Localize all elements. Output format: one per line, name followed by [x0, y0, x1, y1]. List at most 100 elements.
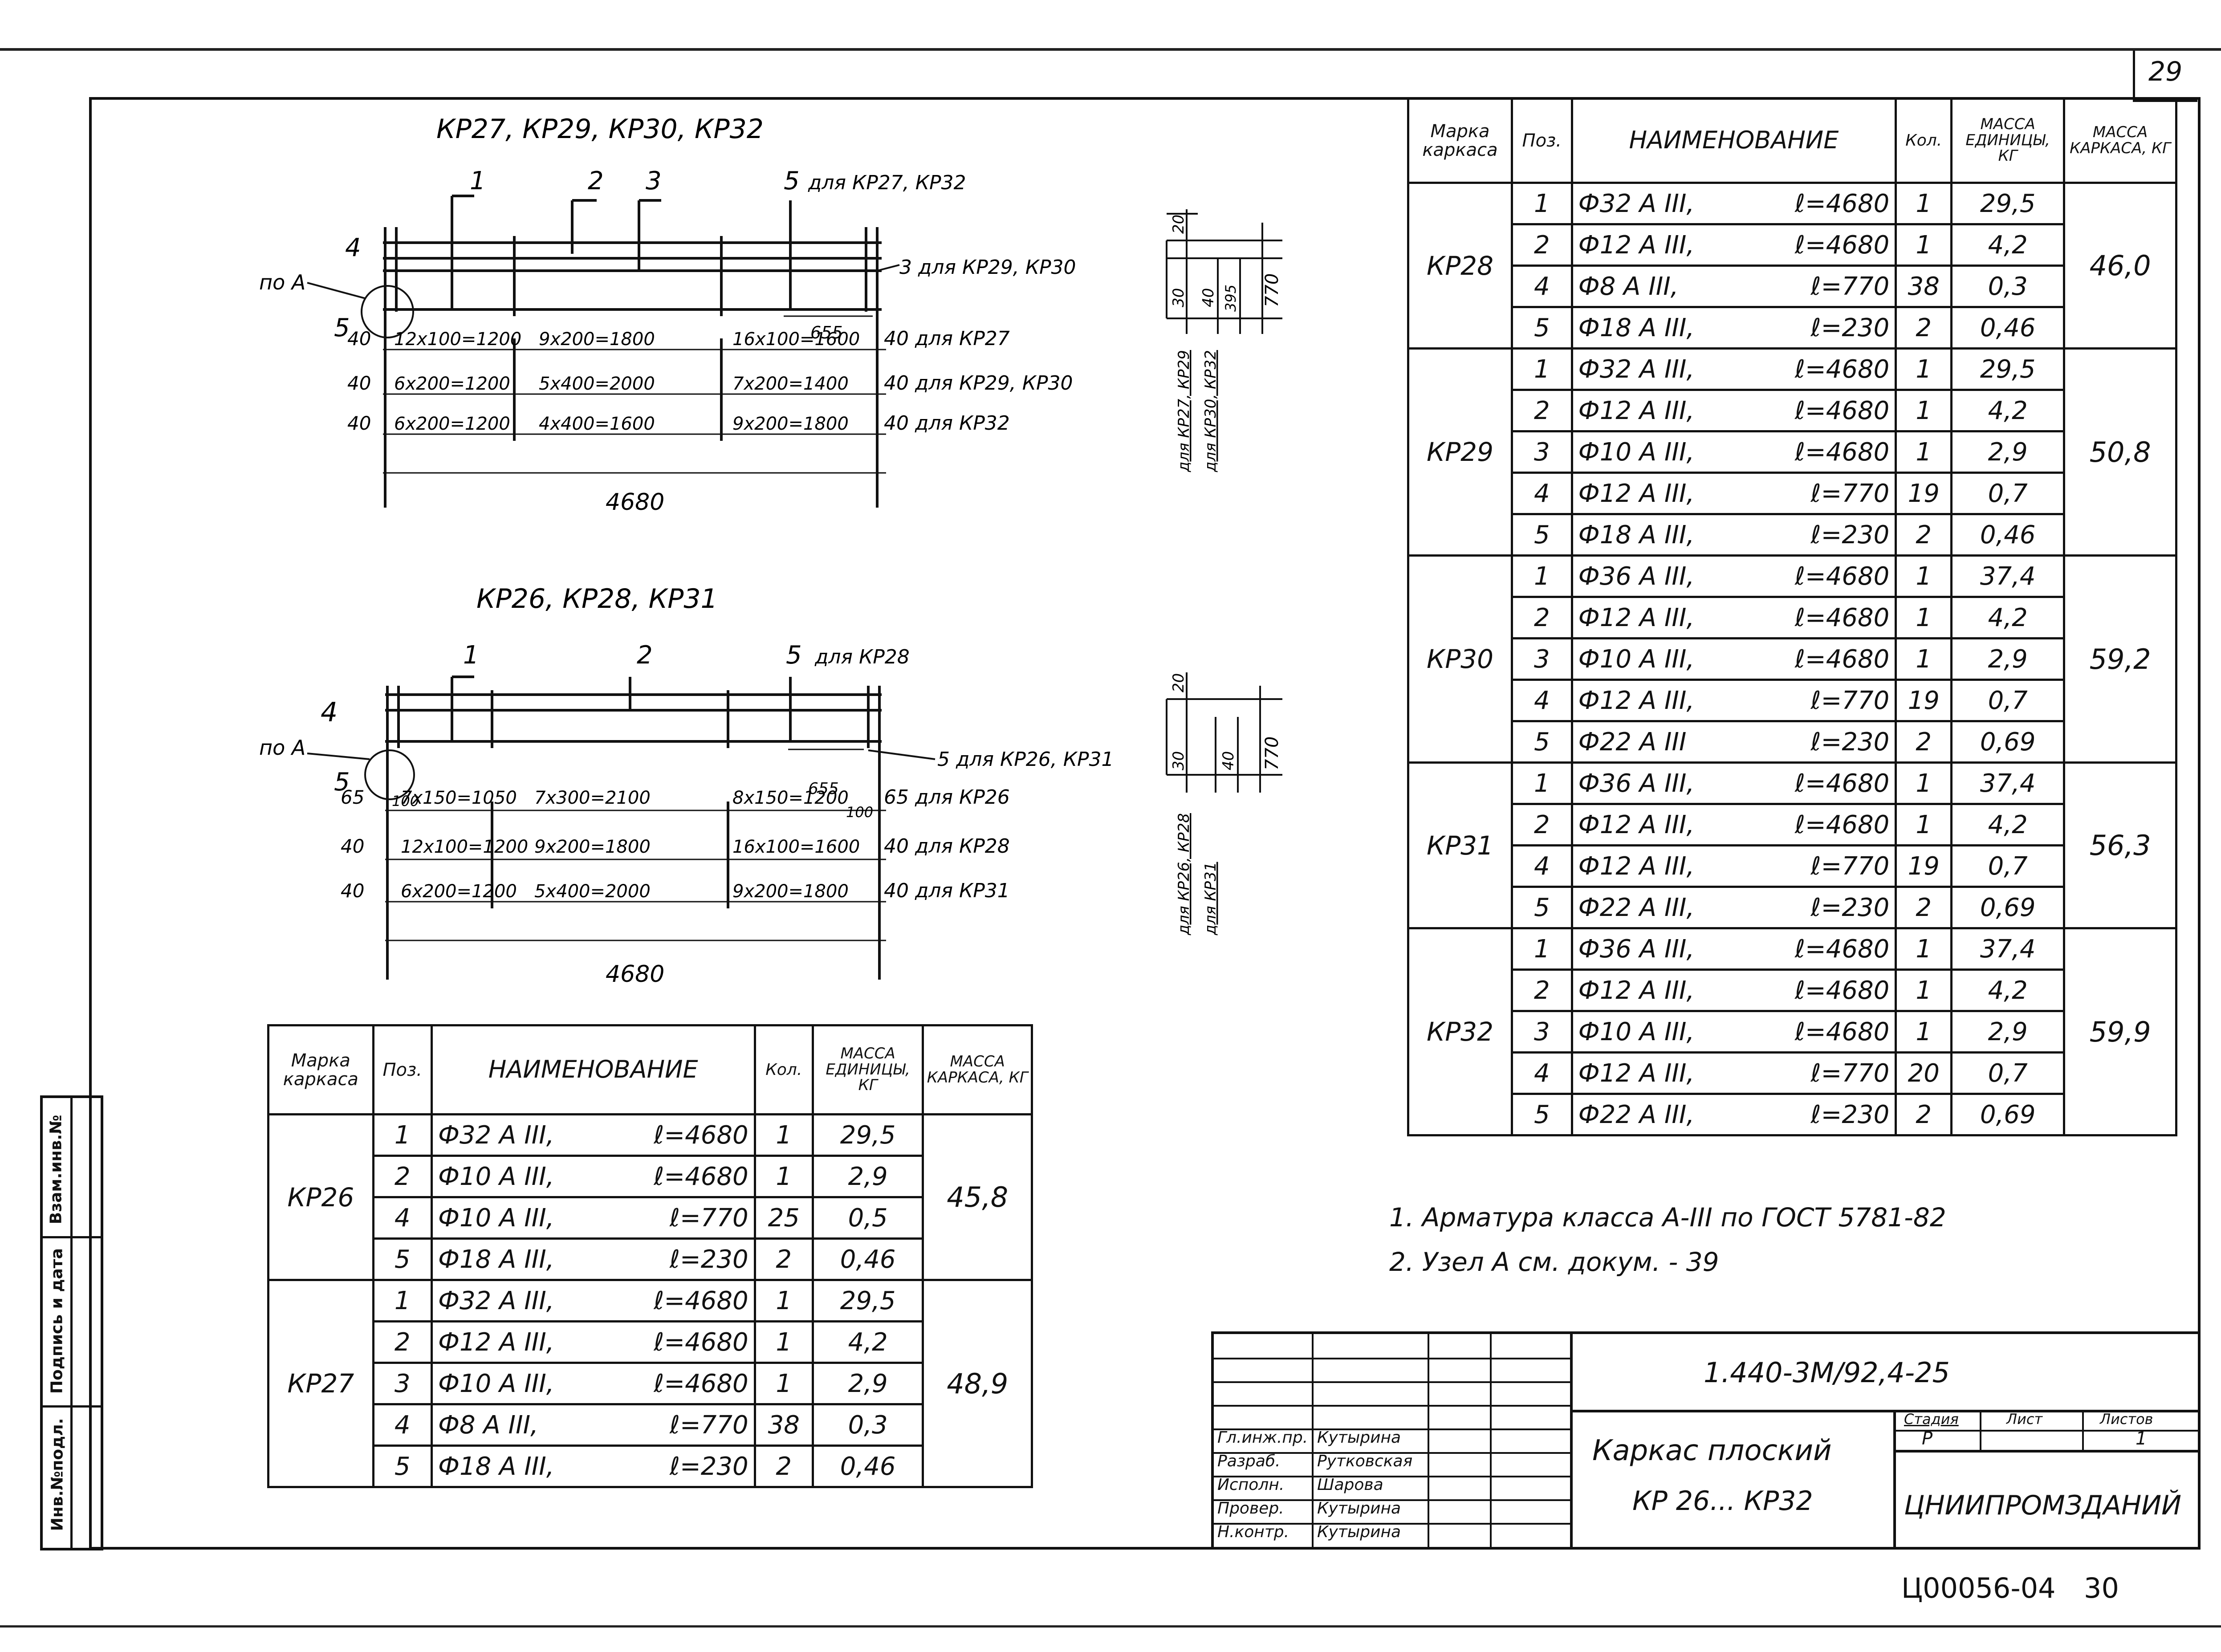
frame-mass: 59,9 — [2063, 927, 2177, 1136]
dim-offset-right: 40 для КР31 — [884, 879, 1010, 902]
dim-20: 20 — [1170, 673, 1188, 692]
bottom-border-line — [0, 1625, 2221, 1628]
dim-30: 30 — [1170, 288, 1188, 307]
position: 4 — [372, 1403, 433, 1447]
position: 5 — [1511, 1093, 1573, 1136]
dim-100-left: 100 — [392, 793, 419, 810]
dim-segment-b: 9х200=1800 — [534, 837, 651, 857]
unit-mass: 4,2 — [1950, 389, 2066, 432]
title-block-code-row — [1573, 1334, 2198, 1412]
page-number: 29 — [2148, 56, 2183, 87]
stage-row-labels — [1896, 1410, 2198, 1432]
signatory-role: Провер. — [1217, 1499, 1284, 1518]
bar-spec: Ф10 А III, — [438, 1162, 554, 1191]
item-name-cell: Ф12 А III,ℓ=770 — [1570, 1051, 1897, 1095]
quantity: 19 — [1895, 679, 1953, 722]
item-name-wrap: Ф12 А III,ℓ=4680 — [438, 1328, 748, 1357]
item-name-wrap: Ф32 А III,ℓ=4680 — [1578, 355, 1890, 384]
bar-spec: Ф12 А III, — [1578, 230, 1695, 260]
unit-mass: 0,69 — [1950, 1093, 2066, 1136]
item-name-wrap: Ф22 А III,ℓ=230 — [1578, 893, 1890, 922]
col-pos: Поз. — [372, 1024, 433, 1115]
bar-spec: Ф10 А III, — [1578, 1017, 1695, 1046]
bar-length: ℓ=770 — [1810, 1058, 1890, 1088]
title-name-line2: КР 26... КР32 — [1632, 1485, 1813, 1517]
frame-mass: 46,0 — [2063, 182, 2177, 350]
quantity: 38 — [1895, 264, 1953, 308]
col-total-mass: МАССА КАРКАСА, КГ — [922, 1024, 1033, 1115]
item-name-cell: Ф36 А III,ℓ=4680 — [1570, 554, 1897, 598]
unit-mass: 4,2 — [1950, 803, 2066, 846]
pos-label-1: 1 — [463, 641, 479, 670]
bar-length: ℓ=770 — [1810, 686, 1890, 715]
item-name-wrap: Ф8 А III,ℓ=770 — [1578, 272, 1890, 301]
item-name-wrap: Ф18 А III,ℓ=230 — [438, 1452, 748, 1481]
section-view-bottom: 20 30 40 770 для КР26, КР28 для КР31 — [1166, 672, 1282, 936]
dim-total: 4680 — [606, 961, 664, 988]
bar-spec: Ф10 А III, — [438, 1369, 554, 1398]
col-mark: Марка каркаса — [1407, 97, 1513, 184]
dim-segment-c: 9х200=1800 — [732, 414, 849, 434]
position: 5 — [372, 1237, 433, 1281]
signatory-name: Кутырина — [1317, 1428, 1401, 1447]
position: 2 — [1511, 803, 1573, 846]
bar-spec: Ф22 А III, — [1578, 893, 1695, 922]
grid-line-h — [1214, 1405, 1570, 1407]
col-qty: Кол. — [753, 1024, 814, 1115]
quantity: 1 — [1895, 347, 1953, 391]
item-name-wrap: Ф12 А III,ℓ=4680 — [1578, 396, 1890, 425]
unit-mass: 0,7 — [1950, 844, 2066, 888]
grid-line-h — [1214, 1452, 1570, 1454]
frame-mass: 45,8 — [922, 1113, 1033, 1281]
side-stamp-cell-1 — [43, 1236, 101, 1238]
section-note-1: для КР26, КР28 — [1175, 813, 1193, 936]
title-name-cell — [1573, 1410, 1896, 1547]
item-name-wrap: Ф32 А III,ℓ=4680 — [1578, 189, 1890, 218]
quantity: 1 — [753, 1320, 814, 1364]
item-name-cell: Ф10 А III,ℓ=4680 — [1570, 1010, 1897, 1054]
unit-mass: 2,9 — [811, 1155, 924, 1198]
position: 1 — [1511, 347, 1573, 391]
dim-30: 30 — [1170, 751, 1188, 770]
frame-mass: 59,2 — [2063, 554, 2177, 764]
unit-mass: 2,9 — [1950, 430, 2066, 474]
bar-spec: Ф12 А III, — [1578, 976, 1695, 1005]
page-number-box: 29 — [2133, 51, 2197, 102]
col-unit-mass: МАССА ЕДИНИЦЫ, КГ — [811, 1024, 924, 1115]
item-name-wrap: Ф18 А III,ℓ=230 — [1578, 313, 1890, 342]
quantity: 25 — [753, 1196, 814, 1240]
signatory-name: Кутырина — [1317, 1499, 1401, 1518]
item-name-cell: Ф22 А III,ℓ=230 — [1570, 1093, 1897, 1136]
item-name-cell: Ф12 А III,ℓ=770 — [1570, 844, 1897, 888]
item-name-wrap: Ф36 А III,ℓ=4680 — [1578, 562, 1890, 591]
bar-spec: Ф32 А III, — [438, 1286, 554, 1315]
bar-spec: Ф36 А III, — [1578, 562, 1695, 591]
bar-spec: Ф10 А III, — [1578, 437, 1695, 467]
item-name-wrap: Ф36 А III,ℓ=4680 — [1578, 935, 1890, 964]
footer-number: 30 — [2084, 1572, 2119, 1604]
item-name-cell: Ф12 А III,ℓ=770 — [1570, 472, 1897, 515]
item-name-wrap: Ф12 А III, ℓ=770 — [1578, 686, 1890, 715]
position: 2 — [1511, 389, 1573, 432]
spec-table-top: Марка каркаса Поз. НАИМЕНОВАНИЕ Кол. МАС… — [1407, 97, 2177, 1136]
frame-mass: 50,8 — [2063, 347, 2177, 557]
dim-100-right: 100 — [846, 804, 873, 821]
note-1: 1. Арматура класса А-III по ГОСТ 5781-82 — [1389, 1202, 1946, 1233]
position: 4 — [1511, 679, 1573, 722]
bar-spec: Ф12 А III, — [1578, 686, 1695, 715]
unit-mass: 37,4 — [1950, 761, 2066, 805]
dim-655: 655 — [810, 323, 843, 342]
item-name-cell: Ф18 А III,ℓ=230 — [430, 1237, 756, 1281]
dim-offset-left: 40 — [347, 328, 371, 350]
unit-mass: 0,7 — [1950, 472, 2066, 515]
sheets-value: 1 — [2136, 1428, 2147, 1449]
